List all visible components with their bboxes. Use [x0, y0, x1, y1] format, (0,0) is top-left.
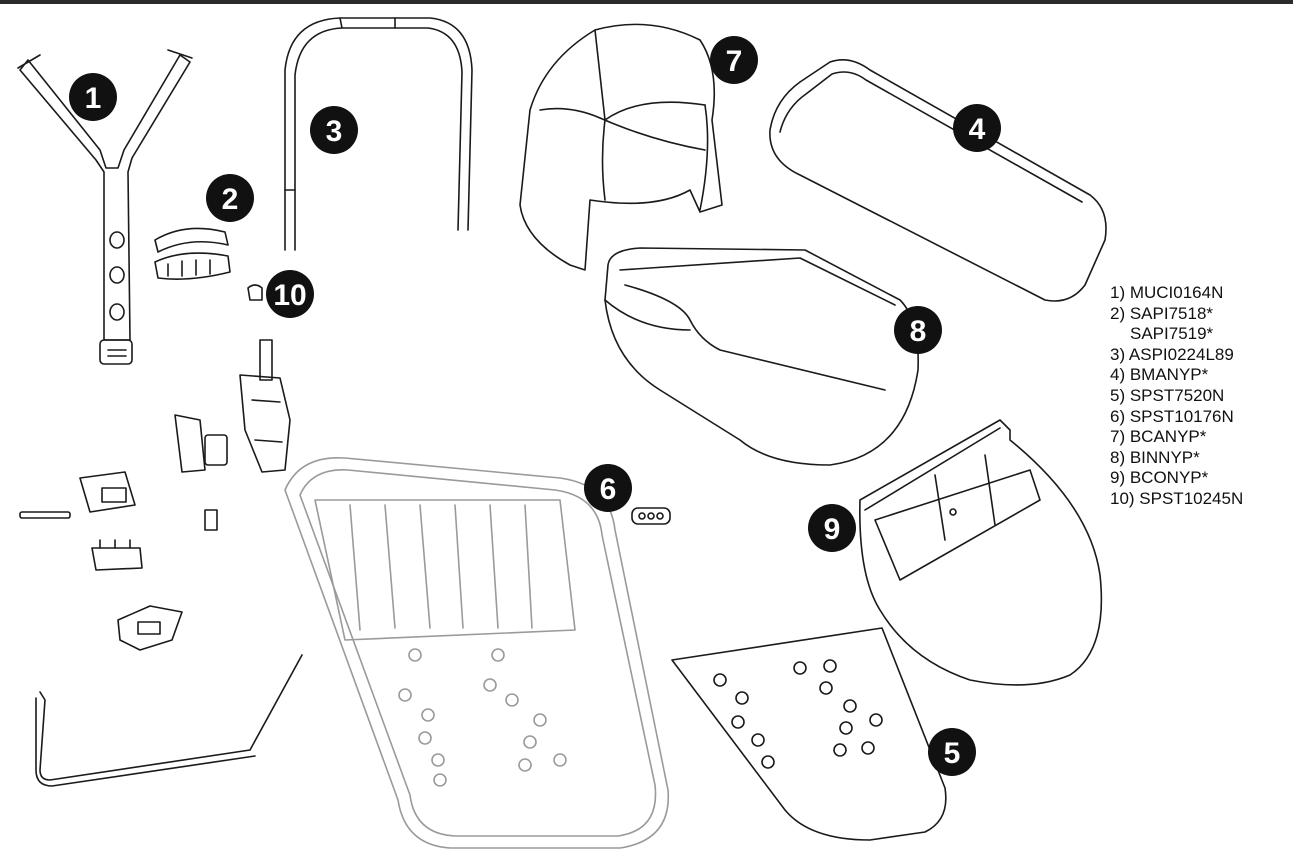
legend-item-4: 4) BMANYP* [1110, 365, 1209, 385]
mechanism-parts [174, 339, 291, 531]
legend-item-10: 10) SPST10245N [1110, 488, 1244, 508]
part-5-drawing [671, 627, 947, 841]
part-number-6: 6 [600, 473, 617, 506]
part-number-1: 1 [85, 82, 102, 115]
legend-item-7: 7) BCANYP* [1110, 427, 1207, 447]
part-number-2: 2 [222, 183, 239, 216]
legend-item-2: 2) SAPI7518* [1110, 303, 1214, 323]
part-9-drawing [859, 419, 1103, 686]
legend-item-9: 9) BCONYP* [1110, 468, 1209, 488]
legend-item-6: 6) SPST10176N [1110, 406, 1234, 426]
part-badge-9: 9 [808, 504, 856, 552]
part-badge-10: 10 [266, 270, 314, 318]
part-badge-5: 5 [928, 728, 976, 776]
part-badge-7: 7 [710, 36, 758, 84]
legend-item-1: 1) MUCI0164N [1110, 283, 1224, 302]
part-badges: 1 2 3 4 5 6 7 8 [69, 36, 1001, 776]
part-6-drawing [631, 507, 671, 525]
top-border [0, 0, 1293, 4]
part-3-drawing [284, 17, 473, 251]
parts-legend: 1) MUCI0164N 2) SAPI7518* SAPI7519* 3) A… [1110, 283, 1243, 510]
part-number-3: 3 [326, 115, 343, 148]
part-number-10: 10 [273, 279, 306, 312]
part-7-drawing [519, 23, 723, 271]
part-4-drawing [769, 59, 1107, 302]
part-1-drawing [17, 49, 193, 365]
part-badge-2: 2 [206, 174, 254, 222]
part-2-drawing [154, 227, 231, 280]
wire-rod [35, 654, 303, 787]
small-parts [19, 471, 183, 651]
part-badge-4: 4 [953, 104, 1001, 152]
part-number-9: 9 [824, 513, 841, 546]
legend-item-2b: SAPI7519* [1130, 324, 1214, 344]
legend-item-5: 5) SPST7520N [1110, 385, 1225, 405]
part-number-8: 8 [910, 315, 927, 348]
part-number-5: 5 [944, 737, 961, 770]
part-badge-8: 8 [894, 306, 942, 354]
legend-item-8: 8) BINNYP* [1110, 447, 1200, 467]
legend-item-3: 3) ASPI0224L89 [1110, 344, 1234, 364]
part-10-drawing [247, 284, 263, 301]
part-8-drawing [604, 247, 919, 466]
part-number-7: 7 [726, 45, 743, 78]
part-badge-6: 6 [584, 464, 632, 512]
part-number-4: 4 [969, 113, 986, 146]
seat-board [284, 457, 670, 849]
part-badge-1: 1 [69, 73, 117, 121]
part-badge-3: 3 [310, 106, 358, 154]
